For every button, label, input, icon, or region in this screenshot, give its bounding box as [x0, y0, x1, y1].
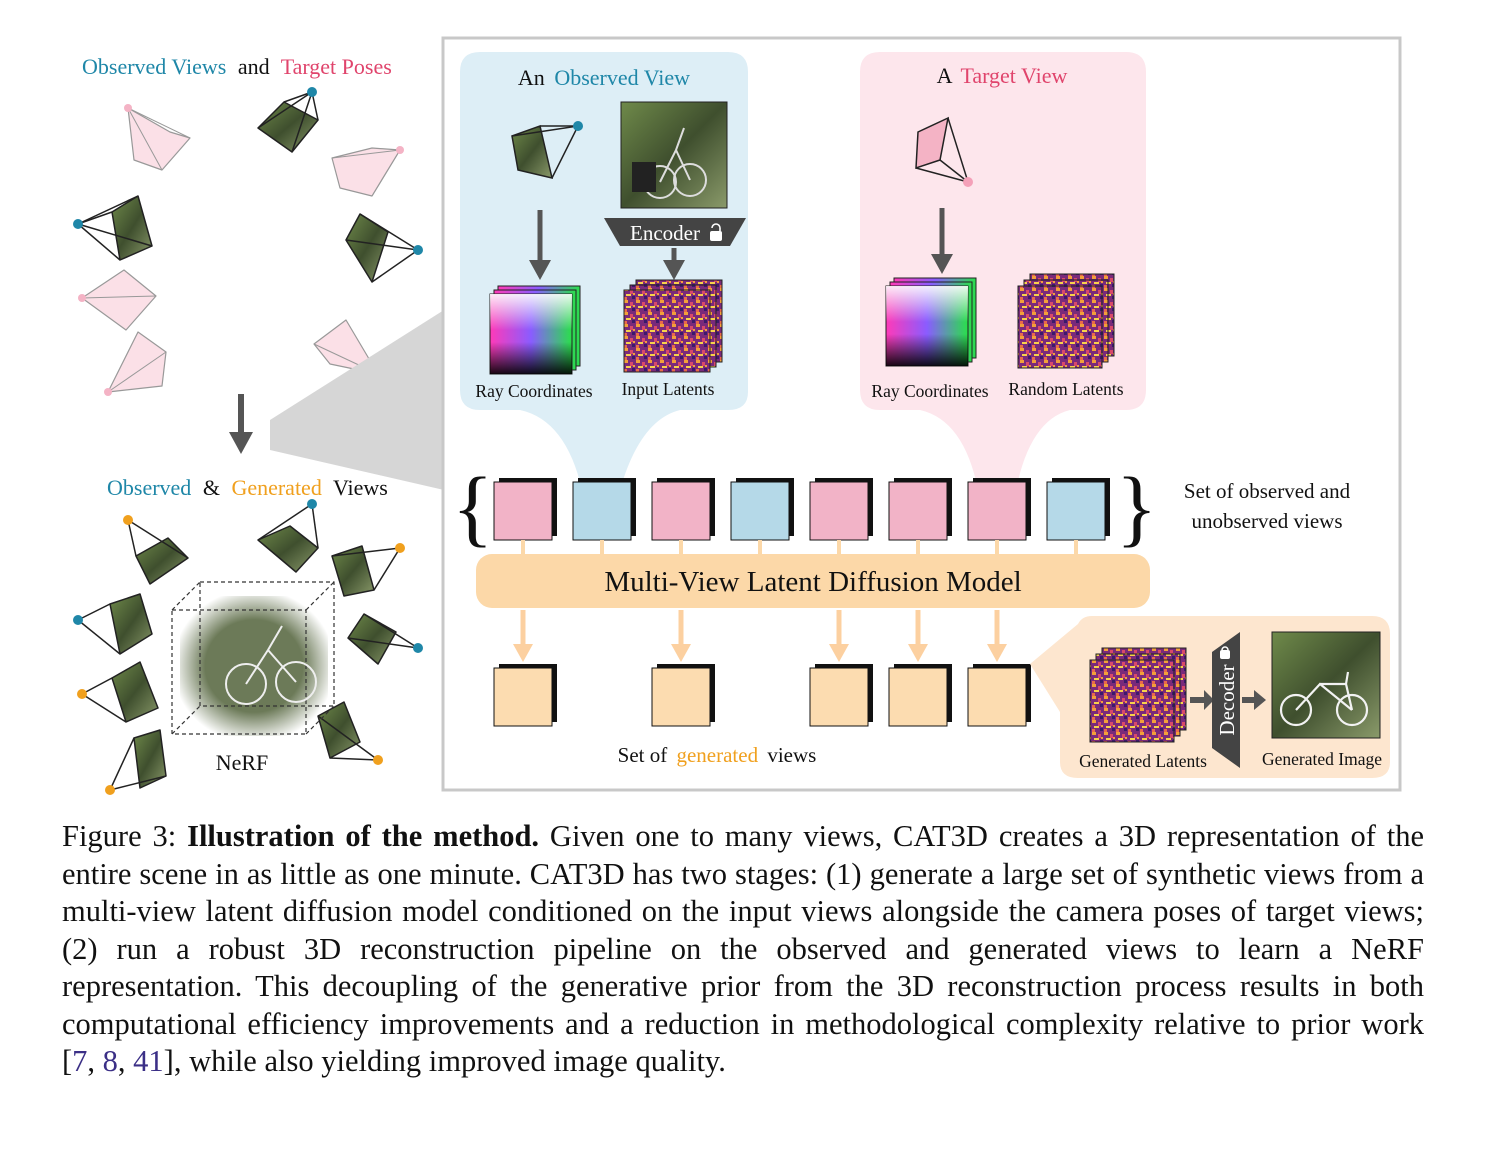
and-label: and [238, 54, 270, 79]
target-poses-label: Target Poses [281, 54, 392, 79]
generated-view-box [809, 610, 873, 727]
generated-camera-icon [105, 729, 167, 795]
observed-view-box [730, 478, 794, 554]
camera-set-bottom [73, 499, 423, 795]
decoder-to-image-arrow [1242, 690, 1266, 710]
svg-text:Observed & Generat: Observed & Generated Views [107, 475, 388, 500]
views-label: Views [333, 475, 388, 500]
observed-panel-title: Observed View [554, 65, 690, 90]
caption-title: Illustration of the method. [187, 819, 540, 853]
citation-link[interactable]: 41 [133, 1044, 164, 1078]
amp-label: & [203, 475, 220, 500]
observed-camera-icon [345, 213, 423, 283]
observed-panel-prefix: An [518, 65, 545, 90]
nerf-label: NeRF [216, 750, 269, 775]
observed-camera-icon [73, 195, 153, 261]
view-set: { } Set of observed and unobserved views [452, 459, 1351, 555]
citation-link[interactable]: 8 [102, 1044, 118, 1078]
left-down-arrow [229, 394, 253, 454]
observed-camera-icon [257, 87, 319, 153]
generated-set-label: Set of generated views [618, 743, 817, 767]
target-view-box [651, 478, 715, 554]
citation-link[interactable]: 7 [72, 1044, 88, 1078]
caption-body-end: ], while also yielding improved image qu… [163, 1044, 726, 1078]
target-arrow [931, 208, 953, 274]
svg-text:An Observed View: An Observed View [518, 65, 690, 90]
ray-coordinates-observed: Ray Coordinates [475, 285, 593, 401]
observed-camera-icon [257, 499, 319, 573]
generated-image-label: Generated Image [1262, 749, 1382, 769]
ray-coordinates-target: Ray Coordinates [871, 277, 989, 401]
generated-camera-icon [331, 543, 405, 597]
left-bottom-title: Observed & Generated Views [107, 475, 388, 500]
left-top-title: Observed Views and Target Poses [82, 54, 392, 79]
caption-body: Given one to many views, CAT3D creates a… [62, 819, 1424, 1078]
ray-coordinates-label: Ray Coordinates [871, 381, 988, 401]
nerf-scene: NeRF [171, 581, 335, 775]
lock-icon [710, 223, 722, 241]
input-latents: Input Latents [622, 279, 723, 399]
target-camera-icon [915, 116, 973, 187]
target-view-box [493, 478, 557, 554]
observed-view-box [572, 478, 636, 554]
target-camera-icon [124, 104, 191, 171]
method-figure: Observed Views and Target Poses [73, 36, 1402, 795]
generated-label: Generated [231, 475, 321, 500]
generated-view-box [493, 610, 557, 727]
input-latents-label: Input Latents [622, 379, 715, 399]
set-label-line2: unobserved views [1191, 509, 1342, 533]
right-brace: } [1116, 459, 1157, 555]
observed-camera-icon [73, 593, 153, 655]
observed-label: Observed [107, 475, 191, 500]
set-label-line1: Set of observed and [1184, 479, 1351, 503]
observed-view-panel: An Observed View Encoder [460, 52, 748, 490]
decoder-label: Decoder [1215, 664, 1239, 735]
decoder-panel: Generated Latents Decoder Generated Imag… [1030, 616, 1390, 778]
generated-camera-icon [123, 515, 189, 585]
generated-camera-icon [77, 661, 159, 723]
target-view-box [888, 478, 952, 554]
decoder-block: Decoder [1212, 632, 1240, 768]
zoom-wedge [270, 310, 444, 490]
encoder-block: Encoder [604, 218, 746, 246]
input-view-boxes [493, 478, 1110, 554]
left-brace: { [452, 459, 493, 555]
observed-camera-icon [511, 121, 583, 180]
model-label: Multi-View Latent Diffusion Model [604, 566, 1021, 598]
input-image [620, 101, 728, 209]
random-latents-label: Random Latents [1008, 379, 1123, 399]
generated-view-box [651, 610, 715, 727]
svg-text:Observed Views and: Observed Views and Target Poses [82, 54, 392, 79]
generated-views [493, 610, 1031, 727]
target-panel-prefix: A [937, 63, 953, 88]
target-view-box [967, 478, 1031, 554]
generated-latents-label: Generated Latents [1079, 751, 1207, 771]
ray-coordinates-label: Ray Coordinates [475, 381, 592, 401]
figure-caption: Figure 3: Illustration of the method. Gi… [62, 819, 1424, 1078]
camera-set-top [73, 87, 423, 396]
observed-camera-icon [347, 613, 423, 665]
observed-arrows [529, 210, 685, 280]
target-camera-icon [78, 269, 157, 331]
observed-views-label: Observed Views [82, 54, 226, 79]
target-view-panel: A Target View Ray Coordinates Random Lat… [860, 52, 1146, 490]
generated-view-box [967, 610, 1031, 727]
observed-view-box [1046, 478, 1110, 554]
generated-view-box [888, 610, 952, 727]
generated-image: Generated Image [1262, 631, 1382, 769]
diffusion-model-block: Multi-View Latent Diffusion Model [476, 554, 1150, 608]
encoder-label: Encoder [630, 221, 700, 245]
latent-to-decoder-arrow [1190, 690, 1214, 710]
target-camera-icon [331, 146, 404, 197]
target-camera-icon [104, 331, 167, 396]
svg-text:A Target View: A Target View [937, 63, 1068, 88]
generated-latents: Generated Latents [1079, 647, 1207, 771]
figure-label: Figure 3: [62, 819, 177, 853]
lock-icon [1220, 646, 1230, 659]
random-latents: Random Latents [1008, 273, 1124, 399]
target-panel-title: Target View [960, 63, 1067, 88]
target-view-box [809, 478, 873, 554]
